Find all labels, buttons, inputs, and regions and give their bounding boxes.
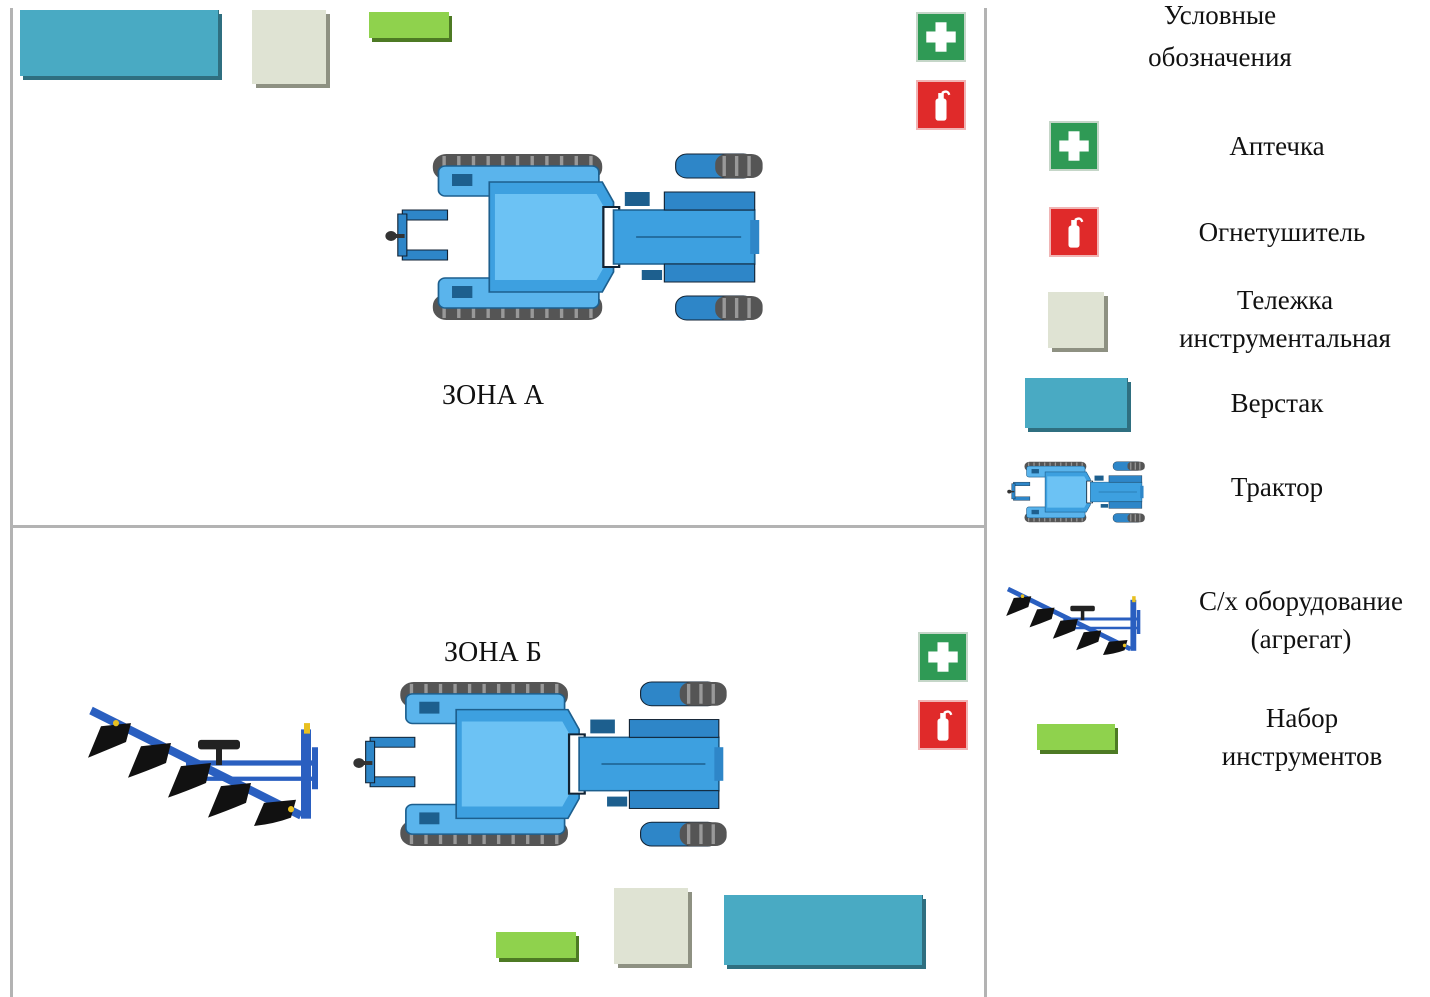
zone-divider: [10, 525, 987, 528]
zone-a-workbench: [20, 10, 219, 76]
legend-extinguisher-label: Огнетушитель: [1198, 217, 1366, 247]
zone-b-toolkit: [496, 932, 576, 958]
zone-b-tool-cart: [614, 888, 688, 964]
zone-b-tractor: [350, 680, 730, 848]
legend-extinguisher-icon: [1049, 207, 1099, 257]
zone-a-tool-cart: [252, 10, 326, 84]
legend-divider: [984, 8, 987, 997]
legend-tool-cart-line1: Тележка: [1236, 285, 1334, 315]
legend-title-line1: Условные: [1163, 0, 1277, 30]
zone-a-tractor: [382, 152, 766, 322]
zone-b-extinguisher-icon: [918, 700, 968, 750]
zone-b-first-aid-icon: [918, 632, 968, 682]
zone-b-plough: [86, 700, 326, 826]
zone-a-label: ЗОНА А: [442, 380, 544, 411]
legend-toolkit: [1037, 724, 1115, 750]
zone-a-extinguisher-icon: [916, 80, 966, 130]
zone-left-border: [10, 8, 13, 997]
legend-first-aid-icon: [1049, 121, 1099, 171]
legend-toolkit-line2: инструментов: [1221, 741, 1383, 771]
legend-title-line2: обозначения: [1148, 42, 1292, 72]
legend-equipment-line1: С/х оборудование: [1199, 586, 1403, 616]
legend-toolkit-line1: Набор: [1265, 703, 1339, 733]
zone-a-toolkit: [369, 12, 449, 38]
legend-first-aid-label: Аптечка: [1229, 131, 1325, 161]
legend-plough: [1005, 583, 1145, 655]
legend-tool-cart-line2: инструментальная: [1179, 323, 1391, 353]
zone-b-workbench: [724, 895, 923, 965]
legend-workbench-label: Верстак: [1230, 388, 1324, 418]
legend-tractor: [1006, 461, 1146, 523]
zone-a-first-aid-icon: [916, 12, 966, 62]
legend-workbench: [1025, 378, 1128, 428]
zone-b-label: ЗОНА Б: [444, 637, 542, 668]
legend-equipment-line2: (агрегат): [1250, 624, 1352, 654]
legend-tractor-label: Трактор: [1230, 472, 1324, 502]
legend-tool-cart: [1048, 292, 1104, 348]
